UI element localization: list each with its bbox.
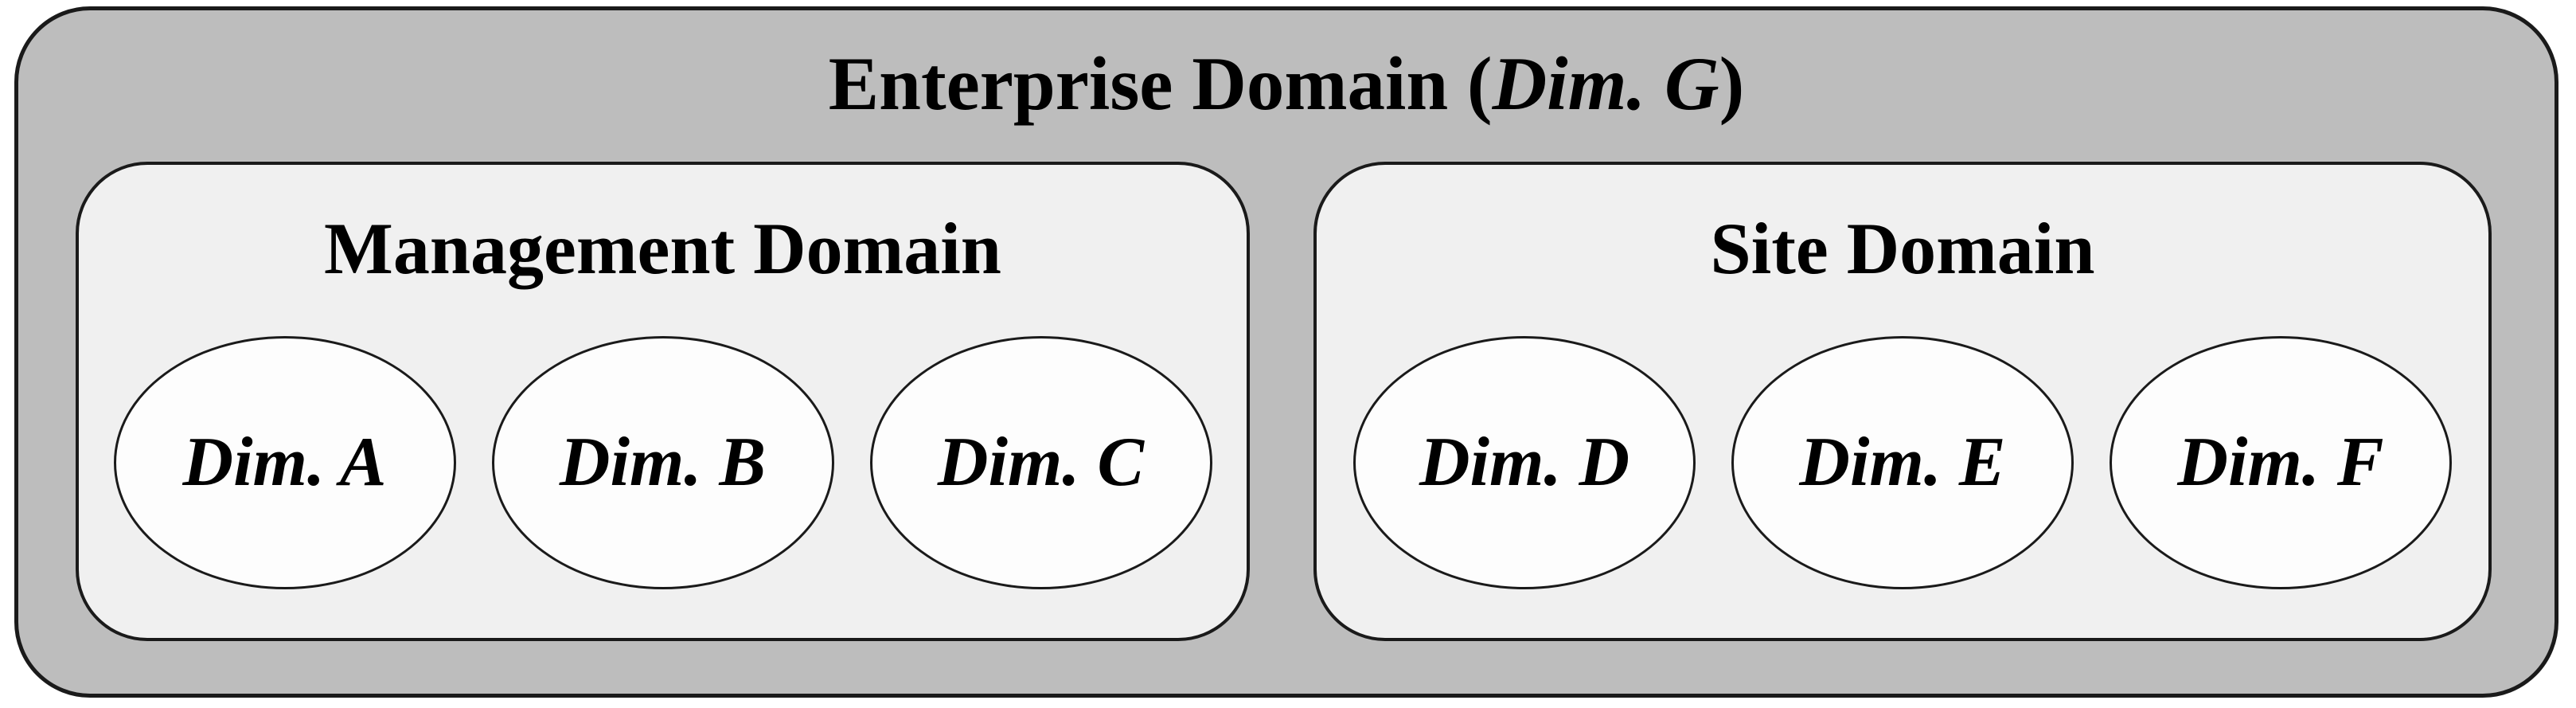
enterprise-domain-title-prefix: Enterprise Domain (	[828, 41, 1493, 126]
dimension-c-label: Dim. C	[937, 424, 1145, 501]
site-domain-box: Site Domain Dim. D Dim. E Dim. F	[1313, 162, 2492, 641]
dimension-a-ellipse: Dim. A	[113, 336, 456, 589]
management-domain-box: Management Domain Dim. A Dim. B Dim. C	[76, 162, 1250, 641]
dimension-c-ellipse: Dim. C	[869, 336, 1212, 589]
site-domain-title: Site Domain	[1710, 208, 2095, 289]
dimension-b-ellipse: Dim. B	[491, 336, 834, 589]
enterprise-domain-title-suffix: )	[1719, 41, 1745, 126]
enterprise-domain-title: Enterprise Domain (Dim. G)	[18, 42, 2555, 126]
management-domain-dimensions-row: Dim. A Dim. B Dim. C	[79, 336, 1247, 589]
enterprise-domain-title-dim-g: Dim. G	[1492, 41, 1719, 126]
dimension-f-label: Dim. F	[2177, 424, 2384, 501]
dimension-d-ellipse: Dim. D	[1353, 336, 1696, 589]
dimension-e-label: Dim. E	[1799, 424, 2006, 501]
dimension-f-ellipse: Dim. F	[2110, 336, 2452, 589]
management-domain-title: Management Domain	[324, 208, 1001, 289]
dimension-e-ellipse: Dim. E	[1731, 336, 2074, 589]
site-domain-dimensions-row: Dim. D Dim. E Dim. F	[1317, 336, 2488, 589]
dimension-d-label: Dim. D	[1419, 424, 1630, 501]
dimension-b-label: Dim. B	[559, 424, 767, 501]
dimension-a-label: Dim. A	[182, 424, 387, 501]
